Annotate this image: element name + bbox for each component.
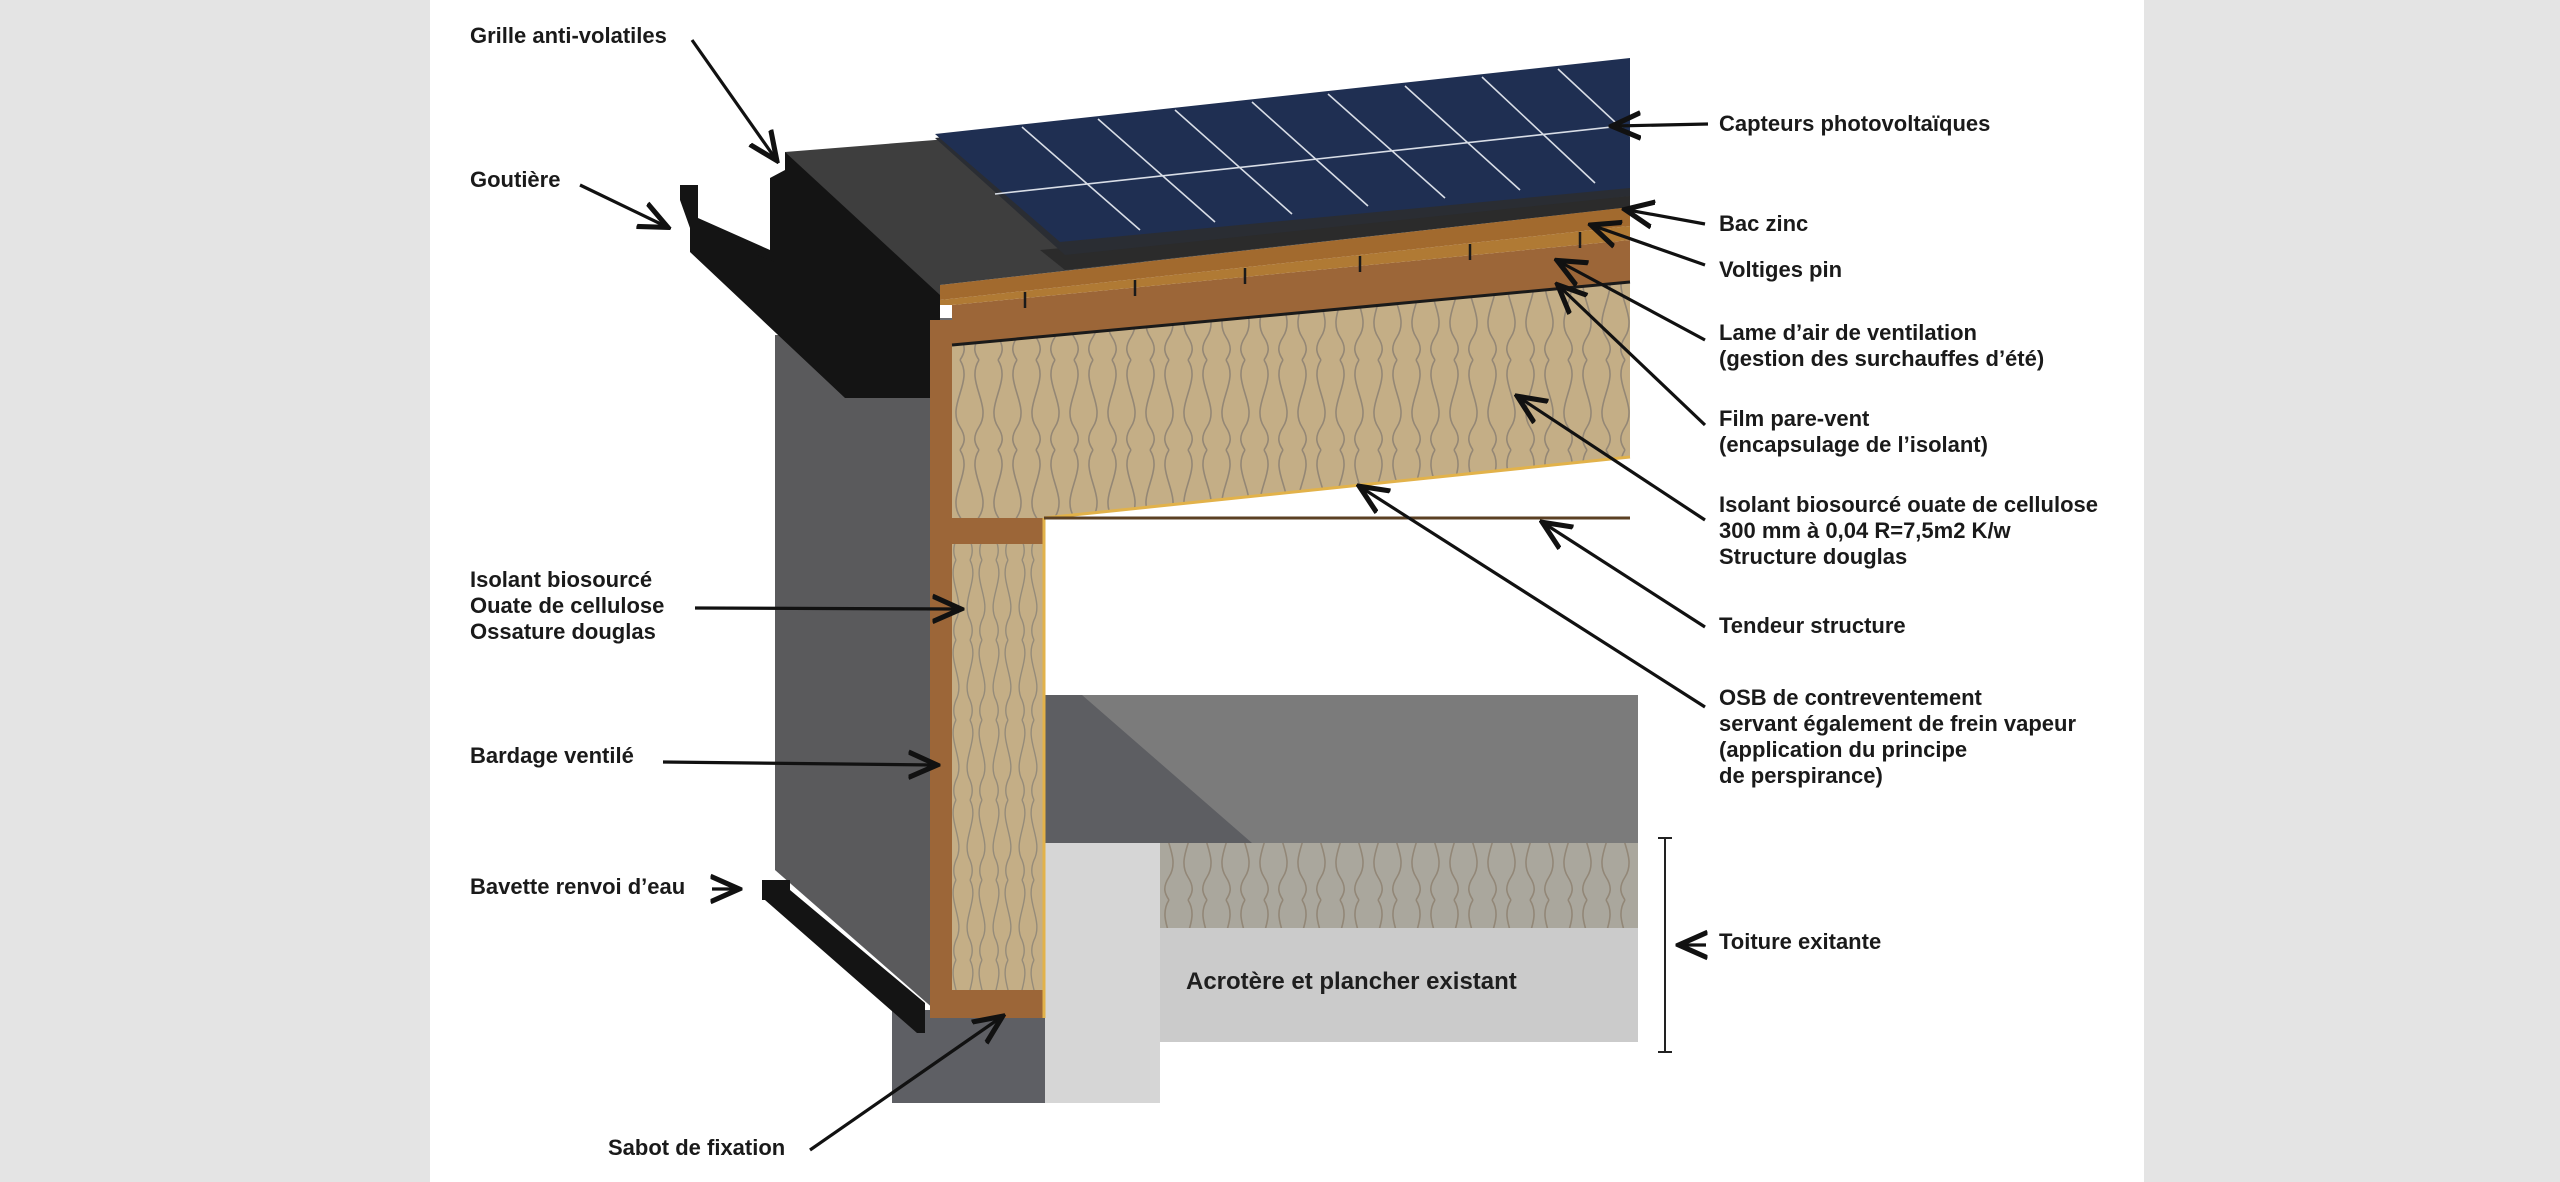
- label-lame-air: Lame d’air de ventilation (gestion des s…: [1719, 320, 2044, 372]
- label-lame-air-line1: Lame d’air de ventilation: [1719, 320, 1977, 345]
- existing-floor: [1045, 695, 1638, 1103]
- label-tendeur: Tendeur structure: [1719, 613, 1906, 638]
- label-film: Film pare-vent (encapsulage de l’isolant…: [1719, 406, 1988, 458]
- label-osb-line1: OSB de contreventement: [1719, 685, 1982, 710]
- label-film-line1: Film pare-vent: [1719, 406, 1870, 431]
- label-isolant-mur-line2: Ouate de cellulose: [470, 593, 665, 618]
- drip-flashing: [762, 880, 925, 1033]
- label-bac-zinc: Bac zinc: [1719, 211, 1809, 236]
- label-voltiges: Voltiges pin: [1719, 257, 1843, 282]
- label-lame-air-line2: (gestion des surchauffes d’été): [1719, 346, 2045, 371]
- label-gouttiere: Goutière: [470, 167, 561, 192]
- label-isolant-toit-line3: Structure douglas: [1719, 544, 1908, 569]
- cladding-panel: [775, 335, 935, 1010]
- label-osb-line3: (application du principe: [1719, 737, 1968, 762]
- label-isolant-mur-line3: Ossature douglas: [470, 619, 656, 644]
- gutter: [680, 152, 940, 398]
- label-isolant-mur-line1: Isolant biosourcé: [470, 567, 653, 592]
- label-isolant-mur: Isolant biosourcé Ouate de cellulose Oss…: [470, 567, 664, 645]
- label-isolant-toit-line2: 300 mm à 0,04 R=7,5m2 K/w: [1719, 518, 2011, 543]
- solar-panels: [935, 58, 1631, 255]
- label-osb-line4: de perspirance): [1719, 763, 1883, 788]
- label-sabot: Sabot de fixation: [608, 1135, 786, 1160]
- label-grille: Grille anti-volatiles: [470, 23, 667, 48]
- existing-roof-bracket: [1658, 837, 1672, 1053]
- label-film-line2: (encapsulage de l’isolant): [1719, 432, 1988, 457]
- label-osb-line2: servant également de frein vapeur: [1719, 711, 2077, 736]
- label-osb: OSB de contreventement servant également…: [1719, 685, 2076, 789]
- label-capteurs: Capteurs photovoltaïques: [1719, 111, 1991, 136]
- label-bavette: Bavette renvoi d’eau: [470, 874, 686, 899]
- wall-frame: [930, 320, 1046, 1018]
- label-acrotere: Acrotère et plancher existant: [1186, 968, 1517, 995]
- leader-arrows: [579, 39, 1709, 1152]
- roof-layers: [940, 207, 1631, 347]
- roof-insulation: [952, 282, 1631, 520]
- label-bardage: Bardage ventilé: [470, 743, 634, 768]
- label-isolant-toit-line1: Isolant biosourcé ouate de cellulose: [1719, 492, 2098, 517]
- label-toiture: Toiture exitante: [1719, 929, 1882, 954]
- label-isolant-toit: Isolant biosourcé ouate de cellulose 300…: [1719, 492, 2098, 570]
